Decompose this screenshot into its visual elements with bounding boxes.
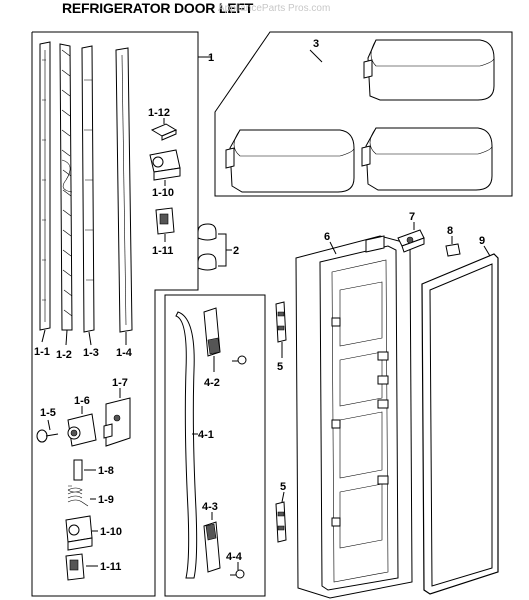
callout-1-8: 1-8 [98, 465, 114, 477]
part-1-5-screw [36, 429, 59, 443]
callout-1: 1 [208, 52, 214, 64]
callout-1-3: 1-3 [83, 347, 99, 359]
callout-2: 2 [233, 245, 239, 257]
part-1-7-plate [103, 397, 131, 447]
part-1-11-upper [155, 207, 175, 235]
group-4-outline [164, 294, 266, 597]
part-5-lower [275, 501, 287, 543]
part-4-1-handle [175, 311, 198, 579]
door-bin-top [363, 39, 495, 101]
door-bin-lower-left [225, 129, 355, 193]
part-8-block [445, 243, 461, 257]
callout-7: 7 [409, 211, 415, 223]
part-1-9-spring [67, 485, 89, 507]
callout-1-10-upper: 1-10 [152, 187, 174, 199]
part-1-1-trim [39, 41, 51, 331]
group-1-outline [31, 31, 199, 597]
part-1-2-strip [59, 43, 73, 331]
callout-1-11-upper: 1-11 [152, 245, 173, 257]
part-1-11-lower [65, 553, 85, 581]
callout-1-12: 1-12 [148, 107, 170, 119]
part-1-10-lower [65, 515, 93, 551]
callout-3: 3 [313, 38, 319, 50]
part-4-3-endcap [203, 521, 221, 573]
callout-1-9: 1-9 [98, 494, 114, 506]
callout-5-lower: 5 [280, 481, 286, 493]
callout-6: 6 [324, 231, 330, 243]
part-4-4-screw [230, 569, 245, 579]
group-3-outline [214, 31, 513, 197]
part-5-upper [275, 301, 287, 343]
part-1-8-pin [73, 459, 83, 481]
callout-5-upper: 5 [277, 361, 283, 373]
diagram-title: REFRIGERATOR DOOR LEFT [62, 0, 254, 16]
part-1-3-strip [81, 45, 95, 333]
part-4-2-screw [232, 355, 247, 365]
part-1-4-trim [115, 47, 133, 333]
callout-1-2: 1-2 [56, 349, 72, 361]
callout-1-6: 1-6 [74, 395, 90, 407]
part-1-10-upper [149, 149, 181, 181]
watermark: ApplianceParts Pros.com [218, 3, 331, 14]
part-6-door-assembly [295, 235, 413, 599]
callout-1-10-lower: 1-10 [100, 526, 122, 538]
callout-1-7: 1-7 [112, 377, 128, 389]
callout-8: 8 [447, 225, 453, 237]
callout-1-1: 1-1 [34, 346, 50, 358]
callout-1-5: 1-5 [40, 407, 56, 419]
part-1-6-bracket [67, 413, 97, 447]
callout-1-4: 1-4 [116, 347, 133, 359]
callout-9: 9 [479, 235, 485, 247]
part-4-2-endcap [203, 307, 221, 357]
door-bin-lower-right [361, 127, 493, 191]
callout-4-1: 4-1 [198, 429, 214, 441]
part-7-hinge-cover [397, 229, 425, 253]
callout-1-11-lower: 1-11 [100, 561, 121, 573]
callout-4-2: 4-2 [204, 377, 220, 389]
part-1-12-clip [150, 123, 178, 141]
part-9-door-gasket [421, 253, 499, 595]
part-2-caps [197, 223, 217, 271]
callout-4-4: 4-4 [226, 551, 243, 563]
callout-4-3: 4-3 [202, 501, 218, 513]
